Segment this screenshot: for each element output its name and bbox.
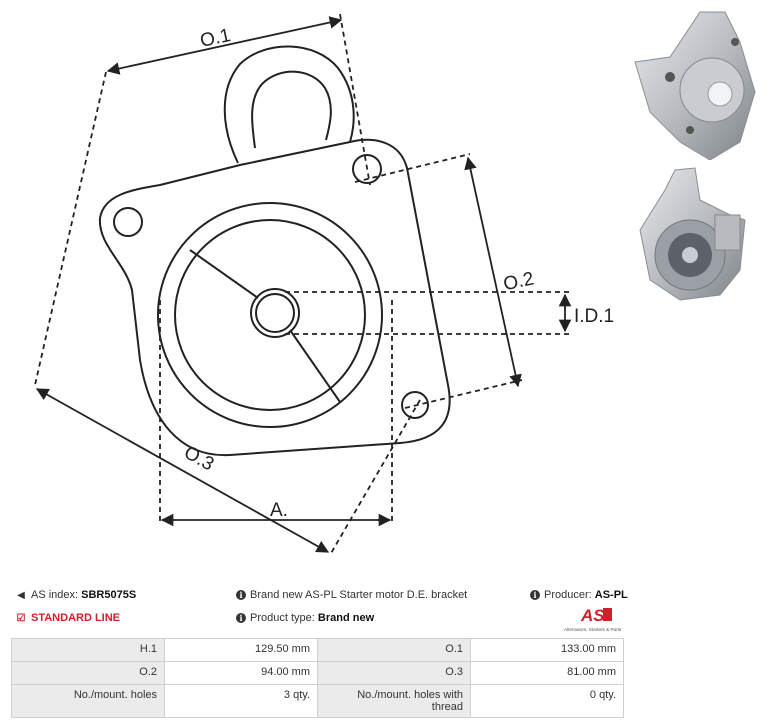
spec-value: 3 qty. <box>164 684 318 718</box>
as-index-value: SBR5075S <box>81 589 137 601</box>
label-o1: O.1 <box>198 25 232 52</box>
table-row: H.1 129.50 mm O.1 133.00 mm <box>11 638 624 662</box>
info-icon: i <box>530 590 540 600</box>
product-type-value: Brand new <box>317 612 375 624</box>
label-a: A. <box>270 500 288 521</box>
mount-hole-bottom <box>401 391 429 419</box>
svg-text:AS: AS <box>580 606 605 625</box>
center-hub-outer <box>250 288 300 338</box>
tags-icon: ◀ <box>17 590 25 601</box>
product-type: i Product type: Brand new <box>236 612 374 624</box>
label-id1: I.D.1 <box>574 306 614 327</box>
as-index-label: AS index: <box>31 589 79 601</box>
table-row: No./mount. holes 3 qty. No./mount. holes… <box>11 684 624 718</box>
spec-value: 94.00 mm <box>164 661 318 685</box>
spec-label: O.3 <box>317 661 471 685</box>
description: i Brand new AS-PL Starter motor D.E. brac… <box>236 589 467 601</box>
spec-value: 129.50 mm <box>164 638 318 662</box>
product-photo-front[interactable] <box>630 2 769 162</box>
mount-hole-top <box>352 154 382 184</box>
spec-label: H.1 <box>11 638 165 662</box>
spec-value: 133.00 mm <box>470 638 624 662</box>
dim-o2 <box>464 156 522 388</box>
producer: i Producer: AS-PL <box>530 589 628 601</box>
center-hub-inner <box>255 293 295 333</box>
producer-label: Producer: <box>544 589 592 601</box>
spec-label: No./mount. holes with thread <box>317 684 471 718</box>
product-line-text: STANDARD LINE <box>31 612 121 624</box>
product-line: ☑ STANDARD LINE <box>15 612 121 624</box>
description-text: Brand new AS-PL Starter motor D.E. brack… <box>250 589 468 601</box>
as-pl-logo: AS Alternators, Starters & Parts <box>564 606 622 632</box>
spec-label: O.1 <box>317 638 471 662</box>
outer-ring <box>157 202 383 428</box>
product-type-label: Product type: <box>250 612 315 624</box>
flange-outline <box>98 138 451 457</box>
dim-o3 <box>35 388 330 553</box>
table-row: O.2 94.00 mm O.3 81.00 mm <box>11 661 624 685</box>
producer-value: AS-PL <box>594 589 628 601</box>
info-icon: i <box>236 590 246 600</box>
spec-value: 0 qty. <box>470 684 624 718</box>
technical-drawing: O.1 O.2 O.3 A. I.D.1 <box>34 13 614 556</box>
info-icon: i <box>236 613 246 623</box>
product-photo-side[interactable] <box>630 160 769 310</box>
specs-table: H.1 129.50 mm O.1 133.00 mm O.2 94.00 mm… <box>11 638 624 718</box>
svg-text:Alternators, Starters & Parts: Alternators, Starters & Parts <box>564 627 622 632</box>
spec-value: 81.00 mm <box>470 661 624 685</box>
spec-label: No./mount. holes <box>11 684 165 718</box>
mount-hole-left <box>113 207 143 237</box>
top-lug-slot <box>251 70 332 149</box>
spec-label: O.2 <box>11 661 165 685</box>
inner-ring <box>174 219 366 411</box>
label-o3: O.3 <box>180 442 217 475</box>
as-index: ◀ AS index: SBR5075S <box>15 589 136 601</box>
check-square-icon: ☑ <box>16 613 26 624</box>
dim-o1 <box>106 16 343 75</box>
